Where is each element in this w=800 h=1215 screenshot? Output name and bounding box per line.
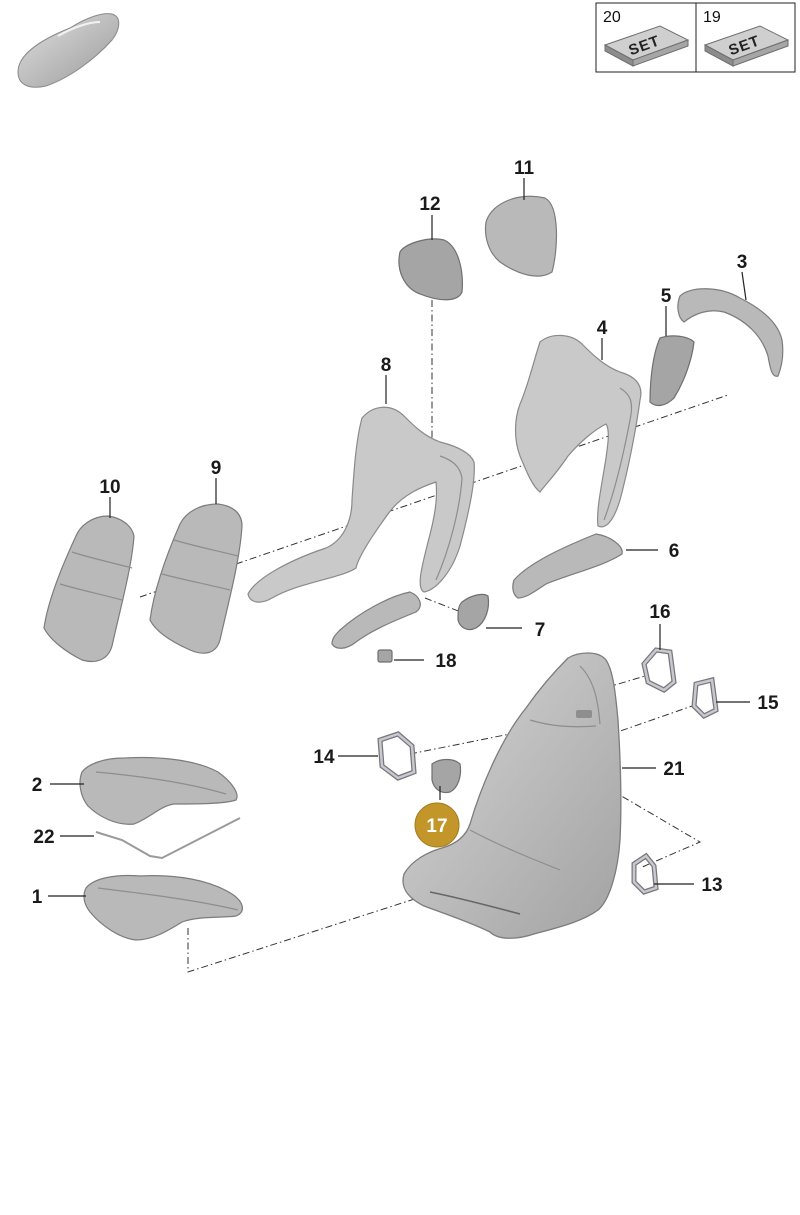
label-16[interactable]: 16	[649, 602, 670, 623]
set-box-20[interactable]: 20 SET	[595, 2, 697, 73]
leader-lines	[48, 178, 750, 897]
set-box-19[interactable]: 19 SET	[695, 2, 796, 73]
label-12[interactable]: 12	[419, 194, 440, 215]
label-22[interactable]: 22	[33, 827, 54, 848]
part-6-lower-trim[interactable]	[512, 533, 623, 599]
part-8-backrest-cover[interactable]	[247, 406, 475, 603]
part-17-belt-guide[interactable]	[431, 758, 462, 794]
label-3[interactable]: 3	[737, 252, 748, 273]
set-block-icon: SET	[703, 25, 790, 67]
part-13-guide-frame[interactable]	[631, 852, 659, 895]
part-18-clip[interactable]	[377, 649, 393, 663]
label-7[interactable]: 7	[535, 620, 546, 641]
part-5-side-insert[interactable]	[649, 335, 695, 407]
label-15[interactable]: 15	[757, 693, 779, 714]
set-number-20: 20	[603, 9, 621, 26]
part-lower-side-trim[interactable]	[331, 591, 421, 649]
part-14-guide-frame[interactable]	[377, 731, 417, 781]
part-16-guide-frame[interactable]	[641, 647, 677, 693]
part-10-backrest-foam[interactable]	[43, 515, 135, 663]
label-11[interactable]: 11	[514, 158, 535, 179]
part-15-guide-frame[interactable]	[691, 676, 719, 720]
set-number-19: 19	[703, 9, 721, 26]
part-1-seat-foam[interactable]	[83, 874, 243, 941]
label-5[interactable]: 5	[661, 286, 672, 307]
label-17: 17	[426, 816, 447, 837]
label-10[interactable]: 10	[99, 477, 120, 498]
part-labels: 11 12 3 5 4 8 9 10 6 7 18 16 15 21 14 13…	[32, 158, 779, 908]
part-21-seat-shell[interactable]	[402, 652, 622, 939]
label-13[interactable]: 13	[701, 875, 722, 896]
part-2-seat-cushion[interactable]	[79, 756, 238, 825]
label-1[interactable]: 1	[32, 887, 43, 908]
part-7-bracket[interactable]	[457, 593, 490, 631]
part-11-headrest-cover[interactable]	[484, 195, 558, 277]
part-9-backrest-panel[interactable]	[149, 503, 243, 654]
part-3-trim-shell[interactable]	[677, 288, 784, 377]
label-6[interactable]: 6	[669, 541, 680, 562]
label-8[interactable]: 8	[381, 355, 392, 376]
highlight-callout-17[interactable]: 17	[414, 802, 460, 848]
label-18[interactable]: 18	[435, 651, 456, 672]
label-14[interactable]: 14	[313, 747, 335, 768]
part-4-backrest-cover[interactable]	[514, 334, 642, 528]
part-12-headrest-pad[interactable]	[398, 238, 463, 301]
label-9[interactable]: 9	[211, 458, 222, 479]
part-22-wire[interactable]	[95, 817, 241, 860]
label-2[interactable]: 2	[32, 775, 43, 796]
car-silhouette-icon	[17, 13, 120, 88]
set-block-icon: SET	[603, 25, 690, 67]
label-21[interactable]: 21	[663, 759, 685, 780]
label-4[interactable]: 4	[597, 318, 608, 339]
